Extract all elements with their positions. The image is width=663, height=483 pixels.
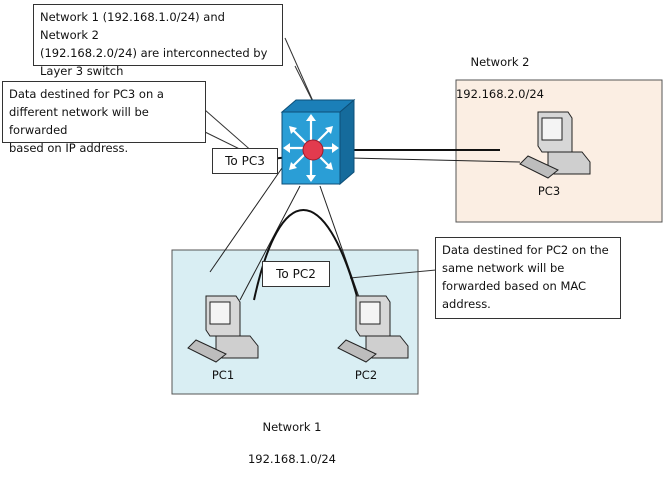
mac-note-pointer — [349, 269, 437, 279]
pc2-label: PC2 — [354, 368, 378, 382]
to-pc3-tag: To PC3 — [212, 148, 278, 174]
network1-name: Network 1 — [262, 420, 322, 434]
network-diagram: Network 1 (192.168.1.0/24) and Network 2… — [2, 4, 663, 466]
pc1-icon — [187, 295, 259, 363]
mac-forward-callout: Data destined for PC2 on the same networ… — [435, 237, 621, 319]
network1-subnet: 192.168.1.0/24 — [247, 452, 336, 466]
to-pc2-tag: To PC2 — [262, 261, 330, 287]
ip-forward-callout: Data destined for PC3 on a different net… — [2, 81, 206, 155]
cable-switch-pc1 — [209, 167, 283, 273]
pc3-icon — [519, 111, 591, 179]
layer3-switch-icon — [280, 98, 356, 186]
network2-name: Network 2 — [470, 55, 530, 69]
flow-to-pc2 — [253, 209, 359, 301]
pc2-icon — [337, 295, 409, 363]
l3-interconnect-callout: Network 1 (192.168.1.0/24) and Network 2… — [33, 4, 283, 78]
network1-label: Network 1 192.168.1.0/24 — [232, 403, 352, 483]
pc1-label: PC1 — [211, 368, 235, 382]
cable-pc1-up — [239, 185, 301, 301]
network2-label: Network 2 192.168.2.0/24 — [440, 38, 560, 118]
pc3-label: PC3 — [537, 184, 561, 198]
network2-subnet: 192.168.2.0/24 — [455, 87, 544, 101]
l3-note-pointer — [284, 37, 317, 109]
cable-switch-pc3 — [349, 157, 521, 163]
